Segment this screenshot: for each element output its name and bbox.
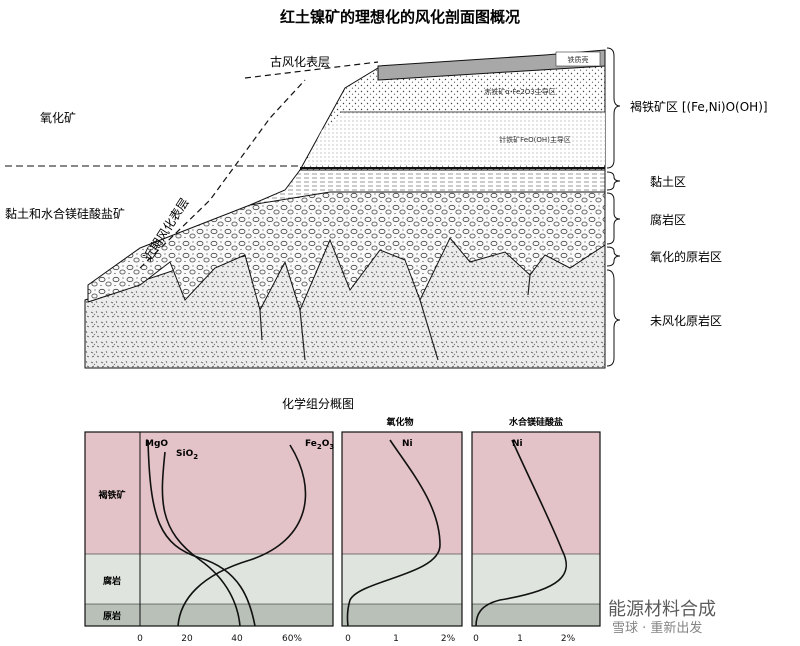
tick-p3-1: 1: [517, 634, 523, 644]
iron-crust-label: 铁质壳: [568, 55, 589, 64]
paleo-surface-label: 古风化表层: [270, 54, 330, 69]
chem-panel-oxide-ni: 氧化物 Ni 0 1 2%: [341, 416, 463, 644]
saprolite-area: [87, 187, 606, 312]
tick-p1-60: 60%: [282, 634, 302, 644]
watermark: 能源材料合成 雪球 · 重新出发: [608, 599, 716, 636]
silicate-ni-curve: [475, 439, 568, 627]
tick-p1-0: 0: [137, 634, 143, 644]
tick-p2-0: 0: [345, 634, 351, 644]
chem-panels: MgO SiO2 Fe2O3 褐铁矿 腐岩 原岩 0 20 40 60% 氧化物…: [84, 416, 601, 644]
goethite-zone-label: 针铁矿FeO(OH)主导区: [499, 135, 571, 144]
tick-p2-2: 2%: [441, 634, 456, 644]
mgo-label: MgO: [145, 439, 168, 449]
clay-ore-label: 黏土和水合镁硅酸盐矿: [5, 206, 125, 221]
tick-p1-20: 20: [181, 634, 193, 644]
hematite-zone-label: 赤铁矿α-Fe2O3主导区: [484, 87, 556, 96]
tick-p3-2: 2%: [561, 634, 576, 644]
bedrock-fractures: [259, 274, 531, 361]
oxide-ni-label: Ni: [402, 439, 413, 449]
fe2o3-curve: [177, 444, 307, 627]
chem-title: 化学组分概图: [282, 396, 354, 411]
sio2-label: SiO2: [176, 449, 198, 461]
zone-brackets: [606, 47, 621, 367]
fresh-bedrock-zone-label: 未风化原岩区: [650, 313, 722, 328]
row-label-saprolite: 腐岩: [103, 575, 121, 587]
panel3-title: 水合镁硅酸盐: [509, 416, 563, 428]
watermark-text: 能源材料合成: [608, 599, 716, 620]
oxidized-bedrock-zone-label: 氧化的原岩区: [650, 249, 722, 264]
chem-panel-silicate-ni: 水合镁硅酸盐 Ni 0 1 2%: [471, 416, 601, 644]
iron-crust-tag: [555, 51, 601, 67]
watermark-subtext: 雪球 · 重新出发: [612, 620, 702, 636]
oxide-ore-label: 氧化矿: [40, 111, 76, 125]
figure-title: 红土镍矿的理想化的风化剖面图概况: [280, 8, 520, 26]
sio2-curve: [161, 451, 241, 627]
row-label-bedrock: 原岩: [103, 610, 121, 622]
silicate-ni-label: Ni: [512, 439, 523, 449]
tick-p2-1: 1: [393, 634, 399, 644]
recent-surface-line: [139, 79, 306, 269]
limonite-zone-label: 褐铁矿区 [(Fe,Ni)O(OH)]: [630, 99, 768, 114]
tick-p1-40: 40: [231, 634, 243, 644]
weathering-profile: 铁质壳 赤铁矿α-Fe2O3主导区 针铁矿FeO(OH)主导区 古风化表层 近期…: [5, 47, 768, 369]
panel2-title: 氧化物: [385, 416, 413, 428]
goethite-band: [305, 112, 605, 165]
iron-crust-area: [377, 49, 606, 81]
paleo-surface-line: [244, 61, 379, 79]
fe2o3-label: Fe2O3: [305, 439, 334, 451]
saprolite-zone-label: 腐岩区: [650, 212, 686, 227]
tick-p3-0: 0: [473, 634, 479, 644]
row-label-limonite: 褐铁矿: [97, 489, 125, 501]
clay-zone-label: 黏土区: [650, 175, 686, 189]
oxide-ni-curve: [346, 439, 441, 627]
chem-panel-major-oxides: MgO SiO2 Fe2O3 褐铁矿 腐岩 原岩 0 20 40 60%: [84, 431, 334, 644]
